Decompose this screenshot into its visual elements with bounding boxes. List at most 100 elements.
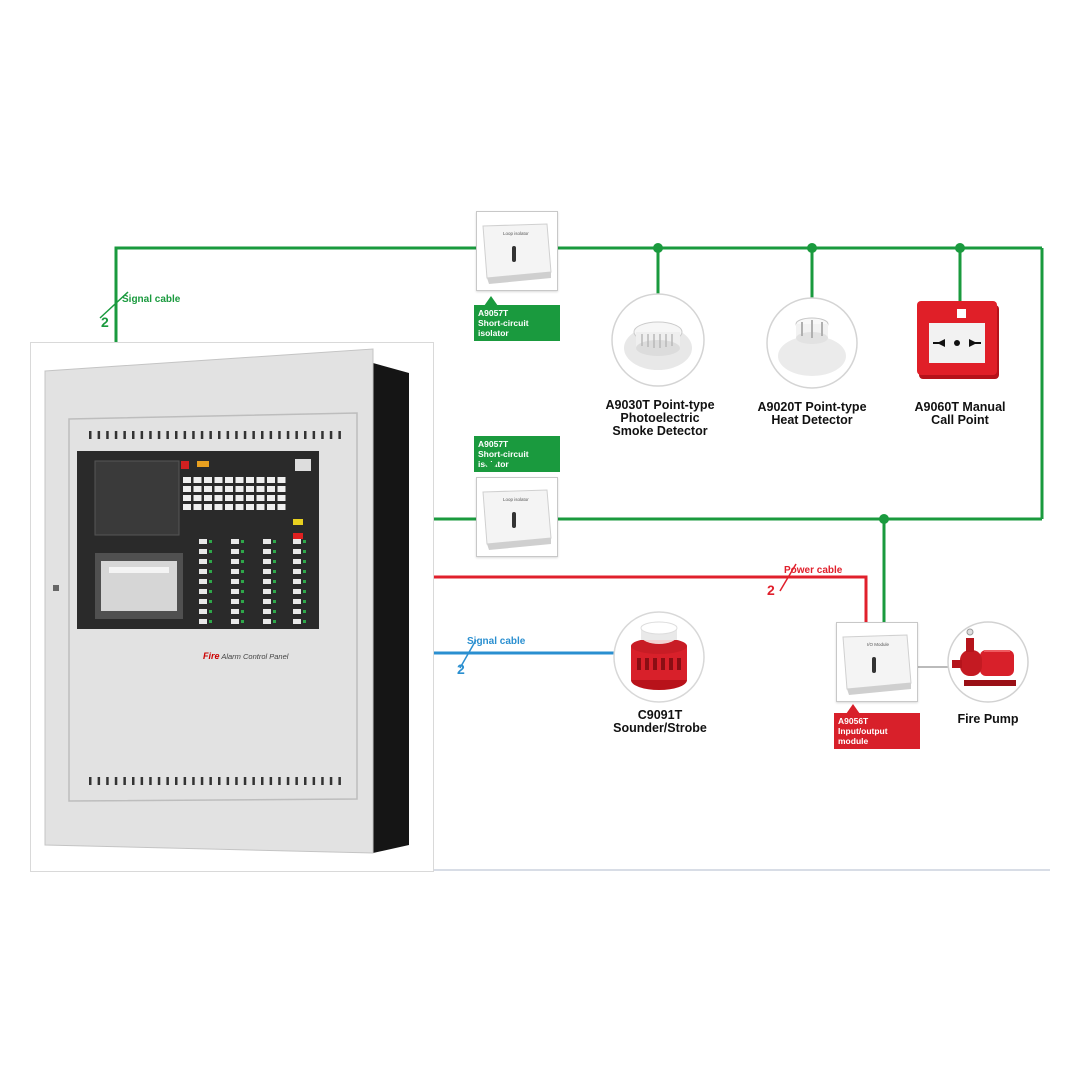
vent-slot — [304, 777, 307, 785]
manual-call-point-icon — [917, 301, 999, 379]
isolator-icon — [482, 223, 552, 284]
panel-key — [267, 504, 275, 510]
panel-led — [303, 570, 306, 573]
vent-slot — [183, 777, 187, 785]
panel-led-key — [263, 589, 271, 594]
panel-key — [214, 477, 223, 483]
vent-slot — [175, 777, 178, 785]
vent-slot — [226, 777, 230, 785]
panel-key — [193, 486, 202, 492]
panel-led — [241, 540, 244, 543]
panel-led — [303, 550, 306, 553]
vent-slot — [157, 431, 161, 439]
panel-brand: Fire Alarm Control Panel — [203, 651, 288, 661]
isolator-face-text: Loop isolator — [503, 231, 529, 236]
junction-dot — [879, 514, 889, 524]
panel-led — [209, 580, 212, 583]
vent-slot — [321, 431, 324, 439]
heat-detector-icon — [766, 297, 858, 389]
vent-slot — [261, 777, 264, 785]
vent-slot — [149, 431, 152, 439]
panel-led-key — [231, 579, 239, 584]
junction-dot — [955, 243, 965, 253]
vent-slot — [183, 431, 187, 439]
io-module-icon — [842, 634, 912, 695]
power-cable — [430, 563, 868, 622]
panel-key — [246, 495, 254, 501]
panel-led-key — [231, 569, 239, 574]
signal-loop — [99, 243, 1044, 622]
panel-led — [209, 570, 212, 573]
panel-led-key — [199, 569, 207, 574]
panel-key — [225, 504, 233, 510]
panel-key — [183, 486, 191, 492]
vent-slot — [243, 777, 247, 785]
vent-slot — [261, 431, 264, 439]
vent-slot — [166, 777, 169, 785]
panel-key — [277, 495, 286, 501]
panel-led — [303, 540, 306, 543]
panel-key — [246, 477, 254, 483]
panel-key — [225, 477, 233, 483]
panel-led-key — [293, 619, 301, 624]
vent-slot — [226, 431, 230, 439]
vent-slot — [106, 777, 109, 785]
panel-key — [193, 477, 202, 483]
vent-slot — [209, 777, 212, 785]
vent-slot — [192, 777, 195, 785]
vent-slot — [278, 431, 281, 439]
panel-led — [303, 610, 306, 613]
vent-slot — [321, 777, 324, 785]
panel-key — [193, 495, 202, 501]
fire-pump-icon — [947, 621, 1029, 703]
isolator-top-tag: A9057T Short-circuit isolator — [474, 305, 560, 341]
panel-led — [209, 620, 212, 623]
panel-led-key — [199, 579, 207, 584]
vent-slot — [252, 777, 255, 785]
panel-led — [273, 540, 276, 543]
vent-slot — [312, 431, 316, 439]
vent-slot — [200, 431, 204, 439]
panel-led — [241, 600, 244, 603]
cable-slash — [459, 639, 477, 669]
panel-brand-rest: Alarm Control Panel — [221, 652, 289, 661]
panel-key — [277, 477, 286, 483]
isolator-mid-tile: Loop isolator — [476, 477, 558, 557]
panel-key — [204, 477, 212, 483]
panel-key — [214, 495, 223, 501]
panel-led-key — [199, 589, 207, 594]
panel-led — [209, 540, 212, 543]
vent-slot — [338, 431, 341, 439]
power-cable-label: Power cable — [784, 565, 843, 576]
io-module-tile: I/O Module — [836, 622, 918, 702]
vent-slot — [304, 431, 307, 439]
panel-led — [241, 580, 244, 583]
panel-key — [214, 486, 223, 492]
panel-led-key — [231, 609, 239, 614]
panel-key — [235, 486, 244, 492]
vent-slot — [243, 431, 247, 439]
panel-led-key — [263, 569, 271, 574]
panel-led — [273, 560, 276, 563]
smoke-detector-label: A9030T Point-type Photoelectric Smoke De… — [605, 398, 715, 438]
panel-key — [235, 477, 244, 483]
panel-led — [273, 550, 276, 553]
panel-led — [303, 620, 306, 623]
isolator-top-tile: Loop isolator — [476, 211, 558, 291]
panel-led — [209, 610, 212, 613]
panel-led-key — [199, 599, 207, 604]
sounder-cable — [430, 639, 614, 669]
panel-key — [267, 495, 275, 501]
panel-led — [209, 550, 212, 553]
panel-led — [209, 600, 212, 603]
panel-key — [256, 486, 265, 492]
panel-led — [273, 590, 276, 593]
vent-slot — [123, 431, 126, 439]
cable-slash — [99, 291, 129, 319]
panel-led-key — [293, 539, 301, 544]
vent-slot — [89, 777, 92, 785]
vent-slot — [269, 431, 273, 439]
isolator-face-text: Loop isolator — [503, 497, 529, 502]
panel-led-key — [263, 539, 271, 544]
vent-slot — [286, 777, 290, 785]
